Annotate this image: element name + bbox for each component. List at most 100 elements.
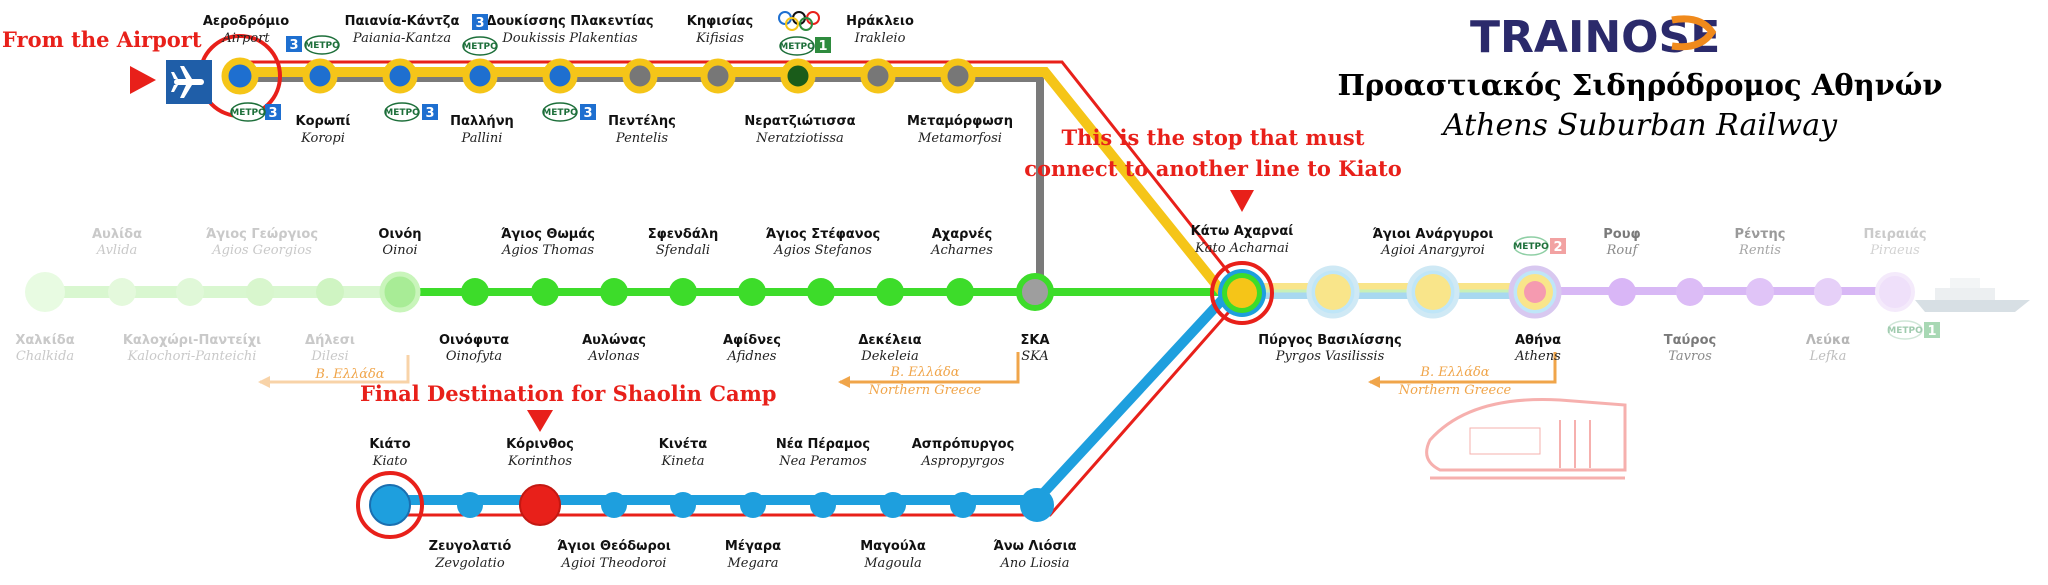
station-marker-oinoi[interactable] <box>379 271 421 313</box>
station-name-dekeleia: Δεκέλεια <box>858 333 921 348</box>
metro-line-3-icon <box>265 104 281 120</box>
station-marker-agios-stefanos[interactable] <box>807 278 835 306</box>
svg-text:ΜΕΤΡΟ: ΜΕΤΡΟ <box>230 108 266 118</box>
direction-greek-mid: Β. Ελλάδα <box>889 365 959 380</box>
airport-line-stops <box>198 34 976 118</box>
station-marker-irakleio[interactable] <box>860 58 896 94</box>
station-marker-agios-thomas[interactable] <box>531 278 559 306</box>
station-marker-kiato[interactable] <box>369 484 411 526</box>
station-latin-zevgolatio: Zevgolatio <box>434 556 505 571</box>
station-marker-peiraias[interactable] <box>1875 272 1915 312</box>
station-name-agioi-theodoroi: Άγιοι Θεόδωροι <box>557 539 671 554</box>
svg-text:ΜΕΤΡΟ: ΜΕΤΡΟ <box>779 42 815 52</box>
station-name-zevgolatio: Ζευγολατιό <box>429 539 512 554</box>
athens-trunk-stops: Πύργος Βασιλίσσης Pyrgos Vasilissis Άγιο… <box>1258 227 1566 364</box>
station-marker-nea-peramos[interactable] <box>810 492 836 518</box>
title-latin: Athens Suburban Railway <box>1440 108 1838 143</box>
station-marker-ska[interactable] <box>1016 273 1054 311</box>
station-latin-magoula: Magoula <box>863 556 922 571</box>
metro-logo-icon <box>542 102 578 122</box>
station-marker-lefka[interactable] <box>1814 278 1842 306</box>
station-marker-agios-georgios <box>246 278 274 306</box>
station-name-oinofyta: Οινόφυτα <box>439 333 509 348</box>
station-marker-megara[interactable] <box>740 492 766 518</box>
metro-line-1-icon <box>1924 322 1940 338</box>
highlight-ring-kato-acharnai <box>1210 261 1274 325</box>
svg-text:1: 1 <box>818 39 827 54</box>
station-marker-paiania[interactable] <box>382 58 418 94</box>
station-marker-oinofyta[interactable] <box>461 278 489 306</box>
from-airport-group: From the Airport <box>2 27 212 104</box>
station-marker-pyrgos[interactable] <box>1315 274 1351 310</box>
olympic-rings-icon <box>778 11 820 31</box>
station-marker-zevgolatio[interactable] <box>457 492 483 518</box>
kato-acharnai-hub: Κάτω Αχαρναί Kato Acharnai This is the s… <box>1024 125 1402 325</box>
station-latin-athina: Athens <box>1514 349 1561 364</box>
station-name-magoula: Μαγούλα <box>860 539 926 554</box>
direction-greek-right: Β. Ελλάδα <box>1419 365 1489 380</box>
station-marker-agioi-anargyroi[interactable] <box>1415 274 1451 310</box>
station-name-aspropyrgos: Ασπρόπυργος <box>912 437 1015 452</box>
station-name-irakleio: Ηράκλειο <box>846 14 914 29</box>
station-marker-neratziotissa[interactable] <box>780 58 816 94</box>
brand-header: TRAINOSE Προαστιακός Σιδηρόδρομος Αθηνών… <box>1337 12 1942 143</box>
metro-line-3-icon <box>422 104 438 120</box>
station-marker-sfendali[interactable] <box>669 278 697 306</box>
svg-text:ΜΕΤΡΟ: ΜΕΤΡΟ <box>1887 326 1923 336</box>
station-marker-aspropyrgos[interactable] <box>950 492 976 518</box>
svg-text:3: 3 <box>425 106 434 121</box>
station-latin-agioi-anargyroi: Agioi Anargyroi <box>1380 243 1485 258</box>
station-marker-pallini[interactable] <box>462 58 498 94</box>
station-marker-kato-acharnai[interactable] <box>1227 278 1257 308</box>
station-latin-chalkida: Chalkida <box>16 349 74 364</box>
station-marker-rentis[interactable] <box>1746 278 1774 306</box>
metro-logo-icon <box>304 35 340 55</box>
station-name-kifisias: Κηφισίας <box>687 14 753 29</box>
station-marker-rouf[interactable] <box>1608 278 1636 306</box>
station-latin-peiraias: Piraeus <box>1869 243 1920 258</box>
station-latin-koropi: Koropi <box>300 131 345 146</box>
station-marker-metamorfosi[interactable] <box>940 58 976 94</box>
station-latin-agios-thomas: Agios Thomas <box>501 243 594 258</box>
station-name-chalkida: Χαλκίδα <box>15 333 74 348</box>
station-latin-kato-acharnai: Kato Acharnai <box>1194 241 1289 256</box>
direction-arrow-right: Β. Ελλάδα Northern Greece <box>1368 352 1557 398</box>
station-marker-tavros[interactable] <box>1676 278 1704 306</box>
station-latin-pallini: Pallini <box>461 131 503 146</box>
station-name-pyrgos: Πύργος Βασιλίσσης <box>1258 333 1402 348</box>
station-latin-aspropyrgos: Aspropyrgos <box>920 454 1004 469</box>
station-marker-agioi-theodoroi[interactable] <box>601 492 627 518</box>
station-latin-airport: Airport <box>221 31 270 46</box>
piraeus-branch: Ρουφ Rouf Ταύρος Tavros Ρέντης Rentis Λε… <box>1603 227 2030 364</box>
station-marker-airport[interactable] <box>221 57 259 95</box>
station-latin-kiato: Kiato <box>372 454 408 469</box>
station-name-avlonas: Αυλώνας <box>582 333 646 348</box>
station-marker-koropi[interactable] <box>302 58 338 94</box>
station-name-kato-acharnai: Κάτω Αχαρναί <box>1191 224 1294 239</box>
station-marker-kifisias[interactable] <box>700 58 736 94</box>
station-marker-doukissis[interactable] <box>542 58 578 94</box>
station-marker-magoula[interactable] <box>880 492 906 518</box>
station-latin-megara: Megara <box>726 556 778 571</box>
station-name-nea-peramos: Νέα Πέραμος <box>776 437 870 452</box>
station-latin-sfendali: Sfendali <box>656 243 710 258</box>
station-marker-ano-liosia[interactable] <box>1020 488 1054 522</box>
station-marker-afidnes[interactable] <box>738 278 766 306</box>
station-marker-acharnes[interactable] <box>946 278 974 306</box>
station-latin-irakleio: Irakleio <box>854 31 906 46</box>
station-latin-lefka: Lefka <box>1809 349 1847 364</box>
svg-text:3: 3 <box>583 106 592 121</box>
from-airport-label: From the Airport <box>2 27 202 52</box>
station-marker-korinthos[interactable] <box>519 484 561 526</box>
station-name-athina: Αθήνα <box>1515 333 1561 348</box>
ferry-icon <box>1915 278 2030 312</box>
station-marker-athina[interactable] <box>1524 281 1546 303</box>
station-latin-agios-georgios: Agios Georgios <box>211 243 312 258</box>
station-marker-dilesi <box>316 278 344 306</box>
station-marker-kineta[interactable] <box>670 492 696 518</box>
station-name-oinoi: Οινόη <box>378 227 421 242</box>
station-marker-avlonas[interactable] <box>600 278 628 306</box>
station-marker-dekeleia[interactable] <box>876 278 904 306</box>
station-marker-pentelis[interactable] <box>622 58 658 94</box>
